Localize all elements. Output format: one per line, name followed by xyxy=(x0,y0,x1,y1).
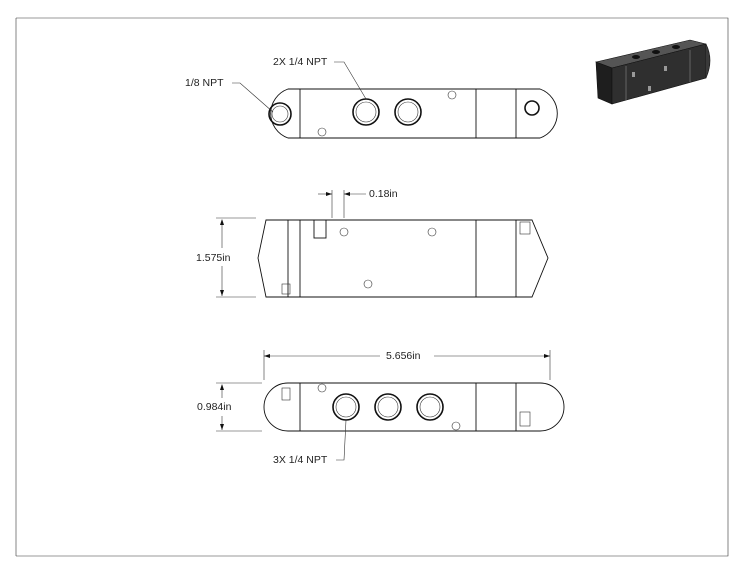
leader-bottom-ports xyxy=(336,419,347,461)
label-slot-width: 0.18in xyxy=(369,188,398,200)
leader-top-side xyxy=(232,82,274,113)
dim-slot-width xyxy=(318,190,366,218)
bottom-view xyxy=(263,382,565,432)
label-bottom-ports: 3X 1/4 NPT xyxy=(273,454,328,466)
label-top-side-ports: 1/8 NPT xyxy=(185,77,224,89)
label-depth: 0.984in xyxy=(197,401,232,413)
sheet-border xyxy=(15,17,729,557)
dim-length xyxy=(263,350,551,380)
label-top-center-ports: 2X 1/4 NPT xyxy=(273,56,328,68)
dim-depth xyxy=(216,382,262,432)
front-view xyxy=(257,219,549,298)
valve-isometric-icon xyxy=(594,39,711,105)
label-height: 1.575in xyxy=(196,252,231,264)
label-length: 5.656in xyxy=(386,350,421,362)
top-view xyxy=(268,88,558,139)
dim-height xyxy=(216,217,256,298)
leader-top-center xyxy=(334,61,367,100)
